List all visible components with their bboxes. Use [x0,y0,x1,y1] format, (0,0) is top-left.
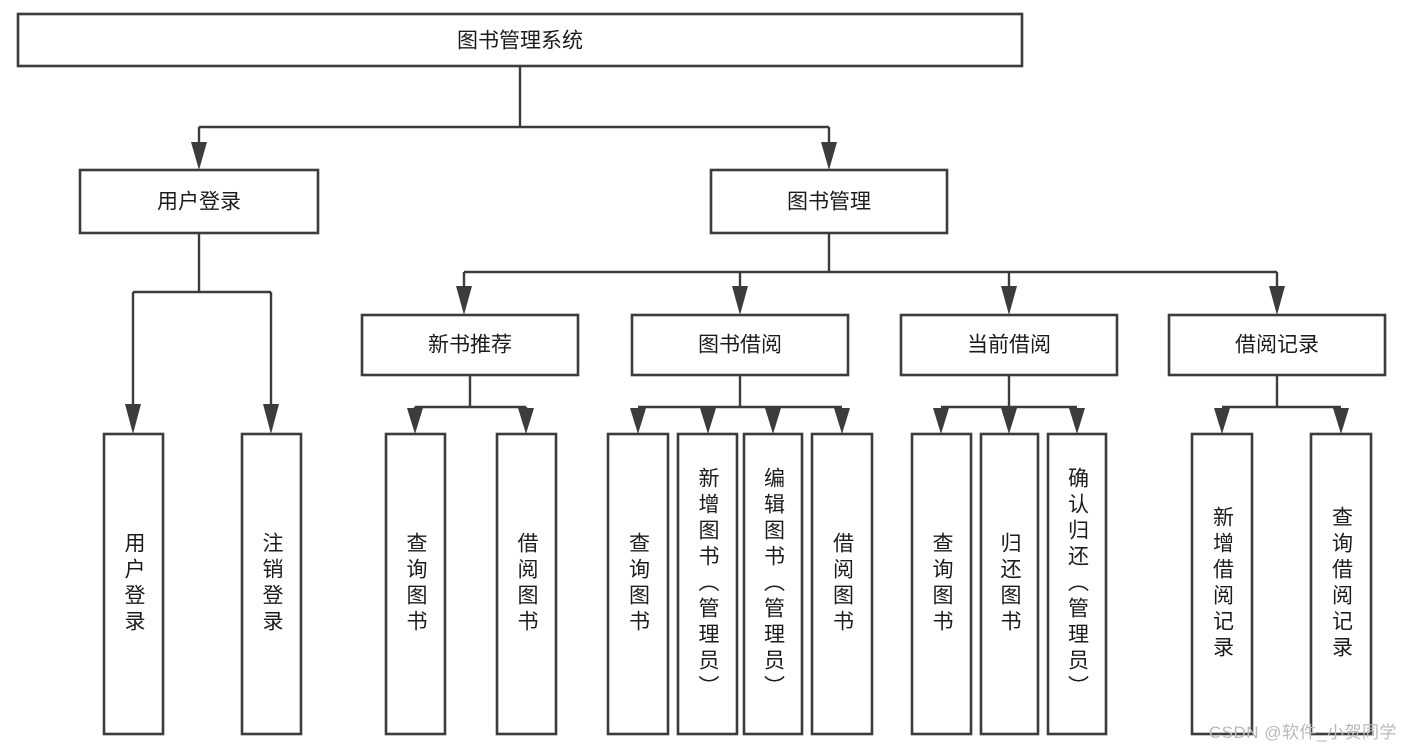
leaf-box-current-borrow-1 [910,432,973,736]
arrow-book-borrow-leaf-3 [765,408,781,434]
leaf-box-user-login-1 [102,432,165,736]
leaf-box-current-borrow-2 [979,432,1040,736]
leaf-box-borrow-record-1 [1190,432,1254,736]
arrow-book-mgmt-child-4 [1269,286,1285,315]
node-current-borrow: 当前借阅 [899,313,1119,377]
root-label: 图书管理系统 [457,30,583,53]
arrow-book-mgmt-child-3 [1001,286,1017,315]
book-management-label: 图书管理 [787,191,871,214]
book-borrow-label: 图书借阅 [698,334,782,357]
leaf-box-user-login-2 [240,432,303,736]
node-user-login: 用户登录 [78,168,320,235]
root-box [16,12,1024,68]
borrow-record-box [1167,313,1387,377]
user-login-label: 用户登录 [157,191,241,214]
leaf-box-current-borrow-3 [1046,432,1108,736]
arrow-root-to-book-mgmt [821,142,837,170]
arrow-user-login-leaf-2 [263,404,279,434]
new-book-recommend-label: 新书推荐 [428,334,512,357]
arrow-book-borrow-leaf-1 [630,408,646,434]
leaf-box-book-borrow-1 [606,432,670,736]
current-borrow-box [899,313,1119,377]
node-borrow-record: 借阅记录 [1167,313,1387,377]
arrow-current-borrow-leaf-2 [1001,408,1017,434]
borrow-record-label: 借阅记录 [1235,334,1319,357]
arrow-current-borrow-leaf-1 [933,408,949,434]
current-borrow-label: 当前借阅 [967,334,1051,357]
node-book-borrow: 图书借阅 [630,313,850,377]
leaf-box-borrow-record-2 [1309,432,1373,736]
book-borrow-box [630,313,850,377]
arrow-book-borrow-leaf-4 [834,408,850,434]
arrow-book-mgmt-child-2 [732,286,748,315]
leaf-box-book-borrow-2 [676,432,739,736]
arrow-borrow-record-leaf-2 [1333,408,1349,434]
arrow-book-borrow-leaf-2 [700,408,716,434]
arrow-book-mgmt-child-1 [456,286,472,315]
arrow-current-borrow-leaf-3 [1069,408,1085,434]
book-management-box [709,168,949,235]
arrow-borrow-record-leaf-1 [1214,408,1230,434]
leaf-box-book-borrow-4 [810,432,874,736]
csdn-watermark: CSDN @软件_小贺同学 [1208,723,1397,742]
node-new-book-recommend: 新书推荐 [360,313,580,377]
arrow-user-login-leaf-1 [125,404,141,434]
arrow-new-book-leaf-2 [518,408,534,434]
new-book-recommend-box [360,313,580,377]
arrow-root-to-user-login [191,142,207,170]
node-root: 图书管理系统 [16,12,1024,68]
leaf-box-new-book-2 [495,432,558,736]
node-book-management: 图书管理 [709,168,949,235]
leaf-box-new-book-1 [384,432,447,736]
leaf-box-book-borrow-3 [742,432,804,736]
arrow-new-book-leaf-1 [407,408,423,434]
